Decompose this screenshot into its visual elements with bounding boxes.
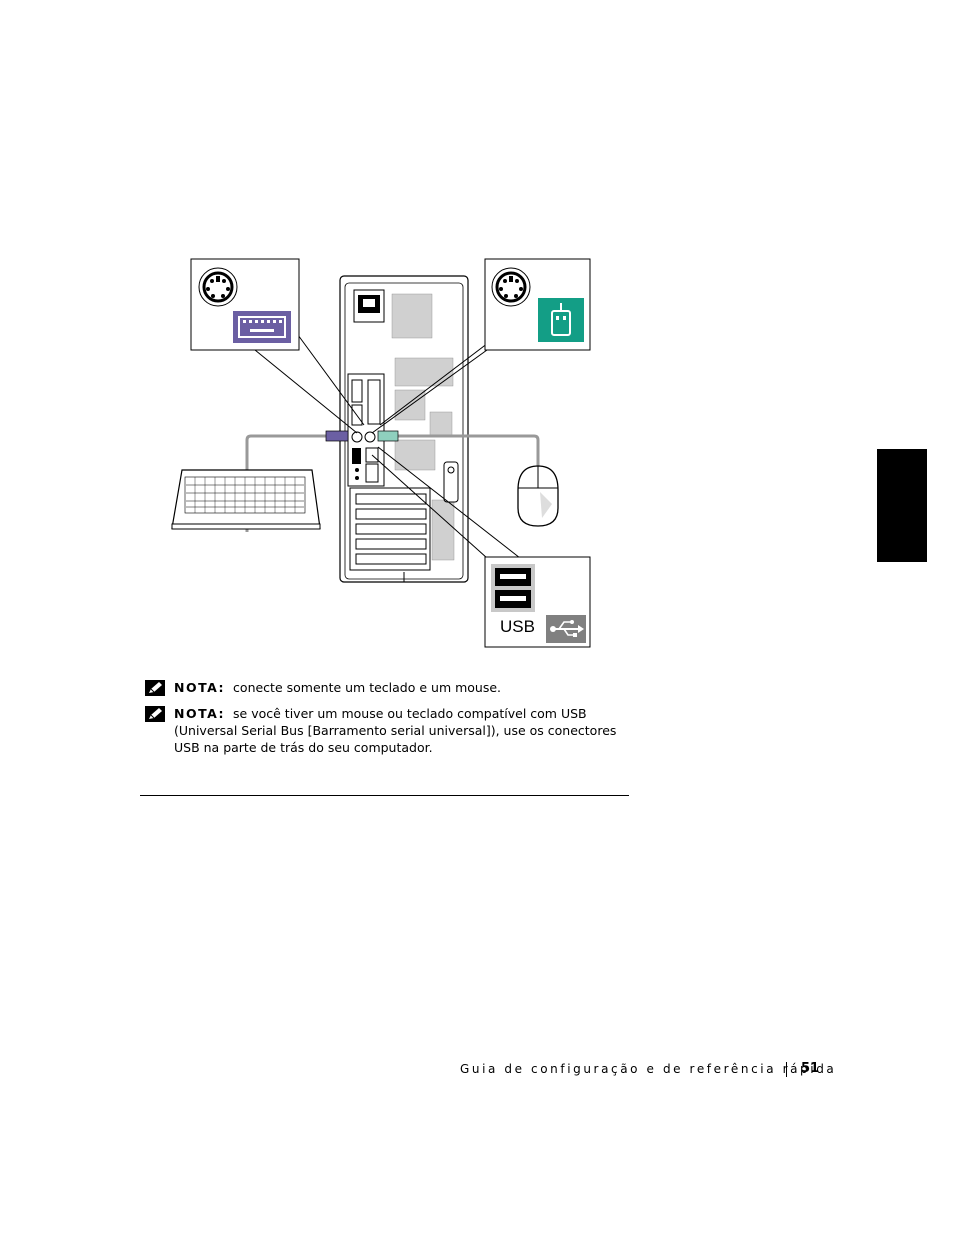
note-body: se você tiver um mouse ou teclado compat… <box>174 706 617 755</box>
section-divider <box>140 795 629 796</box>
footer-title: Guia de configuração e de referência ráp… <box>460 1062 837 1076</box>
connection-diagram <box>171 258 591 648</box>
keyboard-illustration <box>171 469 321 530</box>
usb-symbol-icon <box>546 615 586 643</box>
note-body: conecte somente um teclado e um mouse. <box>233 680 502 695</box>
footer-separator <box>786 1062 787 1077</box>
mouse-icon <box>538 298 584 342</box>
usb-ports-icon <box>491 564 535 612</box>
computer-tower <box>339 275 469 583</box>
usb-port-callout <box>484 556 591 648</box>
keyboard-plug <box>325 430 349 442</box>
section-tab-marker <box>877 449 927 562</box>
callout-lines <box>254 334 521 559</box>
keyboard-port-callout <box>190 258 300 351</box>
ps2-port-icon <box>491 267 531 307</box>
mouse-illustration <box>517 465 559 527</box>
page-number: 51 <box>801 1061 820 1076</box>
keyboard-cable <box>245 434 328 532</box>
mouse-plug <box>377 430 399 442</box>
mouse-port-callout <box>484 258 591 351</box>
note-pencil-icon <box>145 680 165 696</box>
mouse-cable <box>396 434 540 468</box>
note-pencil-icon <box>145 706 165 722</box>
usb-label: USB <box>500 617 535 636</box>
keyboard-icon <box>233 311 291 343</box>
note-label: NOTA: <box>174 706 226 721</box>
ps2-port-icon <box>198 267 238 307</box>
note-label: NOTA: <box>174 680 226 695</box>
